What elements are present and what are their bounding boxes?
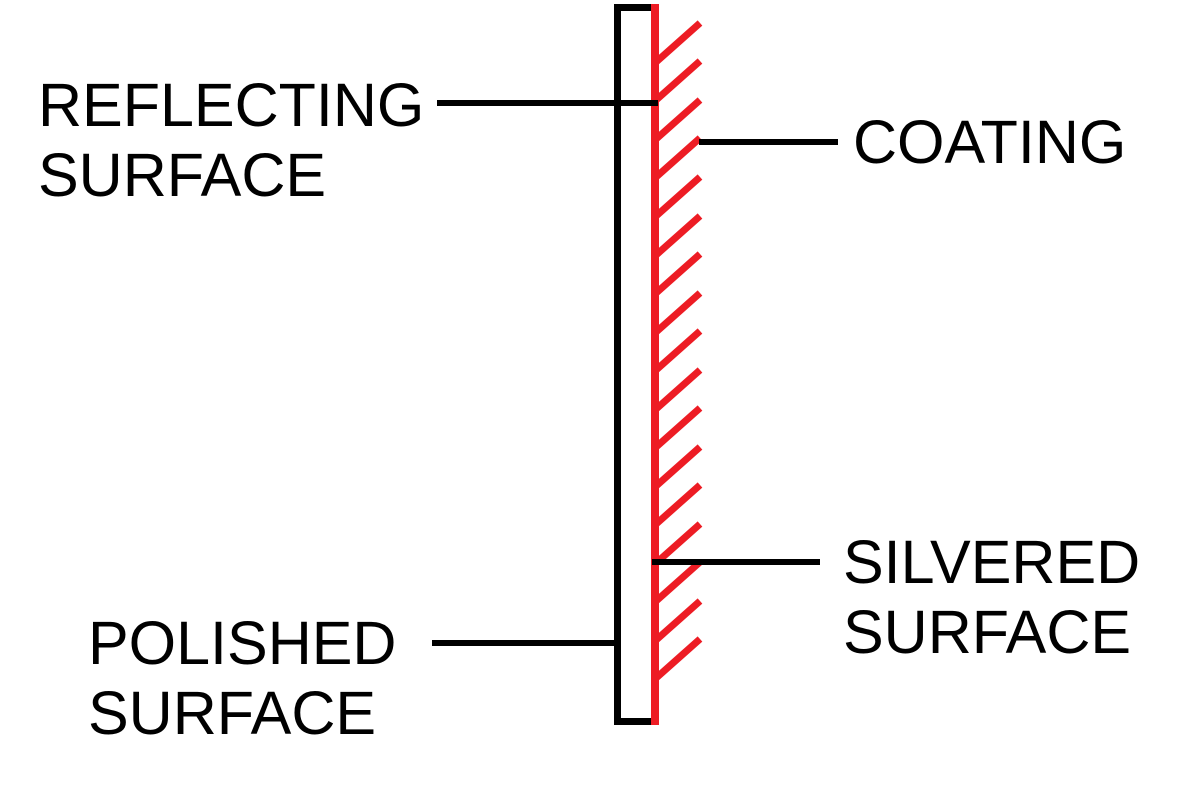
hatch-line [652, 328, 703, 374]
hatch-line [652, 213, 703, 259]
reflecting-surface-label: REFLECTING SURFACE [38, 71, 425, 209]
hatch-line [652, 482, 703, 528]
hatch-line [652, 521, 703, 567]
leader-lines [432, 100, 838, 646]
hatch-line [652, 598, 703, 644]
coating-label: COATING [853, 108, 1127, 176]
hatch-line [652, 20, 703, 66]
hatch-line [652, 97, 703, 143]
hatch-line [652, 636, 703, 682]
hatch-line [652, 58, 703, 104]
hatch-line [652, 559, 703, 605]
hatch-line [652, 174, 703, 220]
silvering-hatching [651, 4, 703, 725]
hatch-line [652, 367, 703, 413]
hatch-line [652, 135, 703, 181]
hatch-line [652, 251, 703, 297]
hatch-line [652, 290, 703, 336]
hatch-line [652, 405, 703, 451]
silvered-surface-label: SILVERED SURFACE [843, 528, 1141, 666]
polished-surface-label: POLISHED SURFACE [88, 609, 397, 747]
hatch-line [652, 444, 703, 490]
